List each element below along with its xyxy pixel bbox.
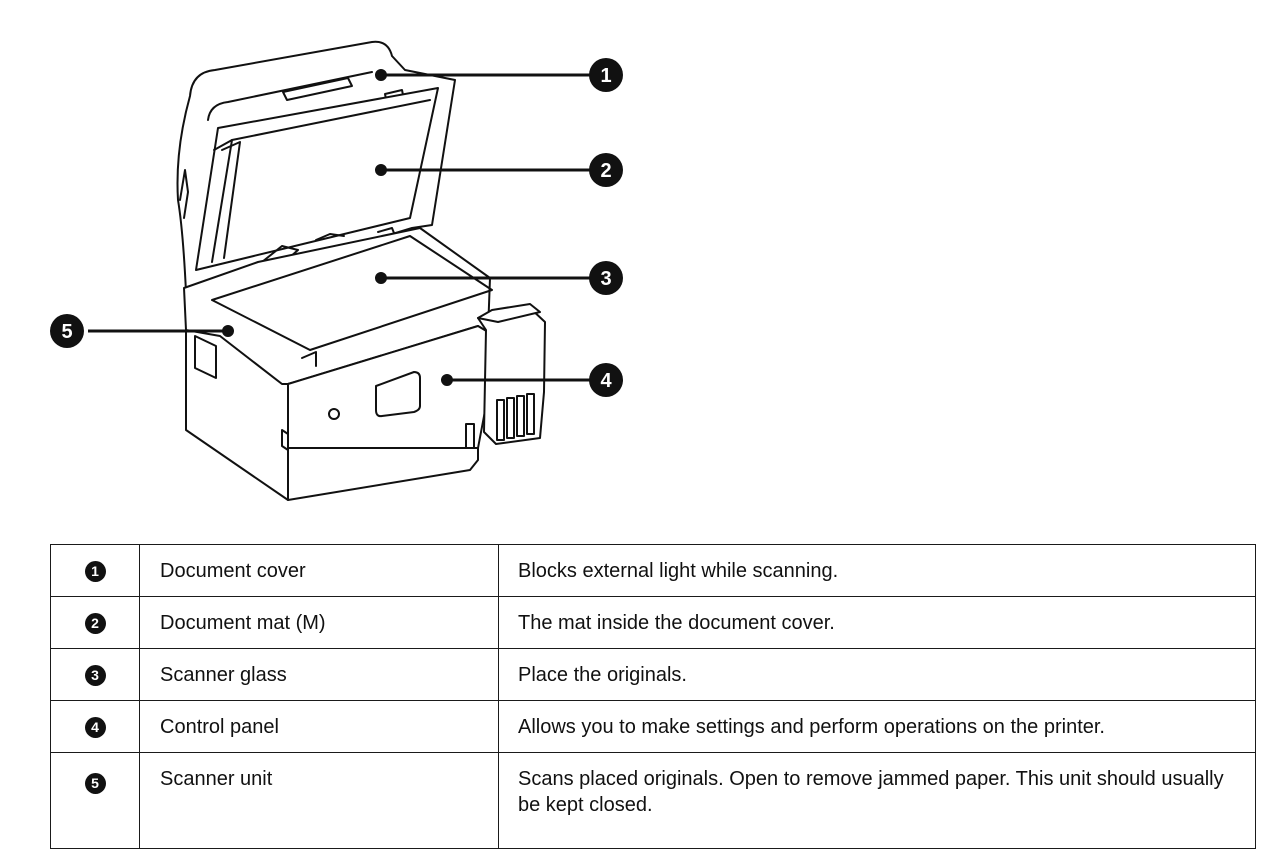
callout-number: 1	[600, 65, 611, 87]
part-description: The mat inside the document cover.	[498, 596, 1256, 649]
part-number-badge: 2	[84, 612, 106, 634]
callout-leader-4	[441, 374, 590, 386]
table-row: 4 Control panel Allows you to make setti…	[50, 700, 1256, 753]
callout-badge-4: 4	[589, 363, 623, 397]
part-number-cell: 5	[50, 752, 140, 849]
part-number-cell: 2	[50, 596, 140, 649]
callout-badge-5: 5	[50, 314, 84, 348]
callout-number: 4	[600, 370, 612, 392]
part-number-cell: 3	[50, 648, 140, 701]
part-name: Scanner unit	[139, 752, 499, 849]
part-description: Scans placed originals. Open to remove j…	[498, 752, 1256, 849]
callout-number: 2	[600, 160, 611, 182]
part-number-cell: 1	[50, 544, 140, 597]
part-description: Blocks external light while scanning.	[498, 544, 1256, 597]
part-name: Control panel	[139, 700, 499, 753]
part-description: Allows you to make settings and perform …	[498, 700, 1256, 753]
part-name: Document cover	[139, 544, 499, 597]
part-description: Place the originals.	[498, 648, 1256, 701]
callout-number: 3	[600, 268, 611, 290]
table-row: 2 Document mat (M) The mat inside the do…	[50, 596, 1256, 649]
callout-badge-3: 3	[589, 261, 623, 295]
part-number-badge: 5	[84, 773, 106, 795]
parts-table: 1 Document cover Blocks external light w…	[50, 544, 1256, 849]
callout-leader-2	[375, 164, 590, 176]
table-row: 1 Document cover Blocks external light w…	[50, 544, 1256, 597]
part-number-badge: 1	[84, 560, 106, 582]
callout-badge-1: 1	[589, 58, 623, 92]
table-row: 5 Scanner unit Scans placed originals. O…	[50, 752, 1256, 849]
ink-tank-drawing	[465, 303, 546, 449]
part-name: Scanner glass	[139, 648, 499, 701]
callout-number: 5	[61, 321, 72, 343]
table-row: 3 Scanner glass Place the originals.	[50, 648, 1256, 701]
document-mat-drawing	[195, 87, 439, 271]
part-number-badge: 3	[84, 664, 106, 686]
printer-illustration: 1 2 3 4 5	[50, 40, 623, 501]
part-number-badge: 4	[84, 716, 106, 738]
part-number-cell: 4	[50, 700, 140, 753]
callout-leader-5	[88, 325, 234, 337]
callout-badge-2: 2	[589, 153, 623, 187]
callout-leader-3	[375, 272, 590, 284]
part-name: Document mat (M)	[139, 596, 499, 649]
printer-body-drawing	[281, 325, 489, 501]
callout-leader-1	[375, 69, 590, 81]
